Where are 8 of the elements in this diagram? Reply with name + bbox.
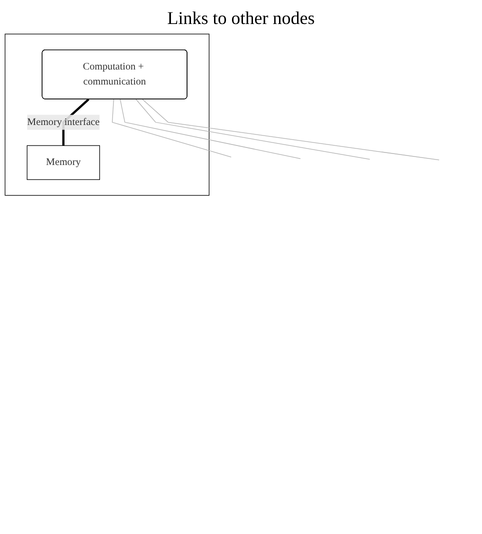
annotation-text: Links to other nodes <box>167 8 315 29</box>
connector <box>112 98 232 158</box>
connector <box>142 98 440 160</box>
connector <box>136 98 370 160</box>
cluster <box>4 34 210 196</box>
node-box: Memory <box>26 145 100 180</box>
connector <box>120 98 301 159</box>
edge-label: Memory interface <box>27 116 100 128</box>
